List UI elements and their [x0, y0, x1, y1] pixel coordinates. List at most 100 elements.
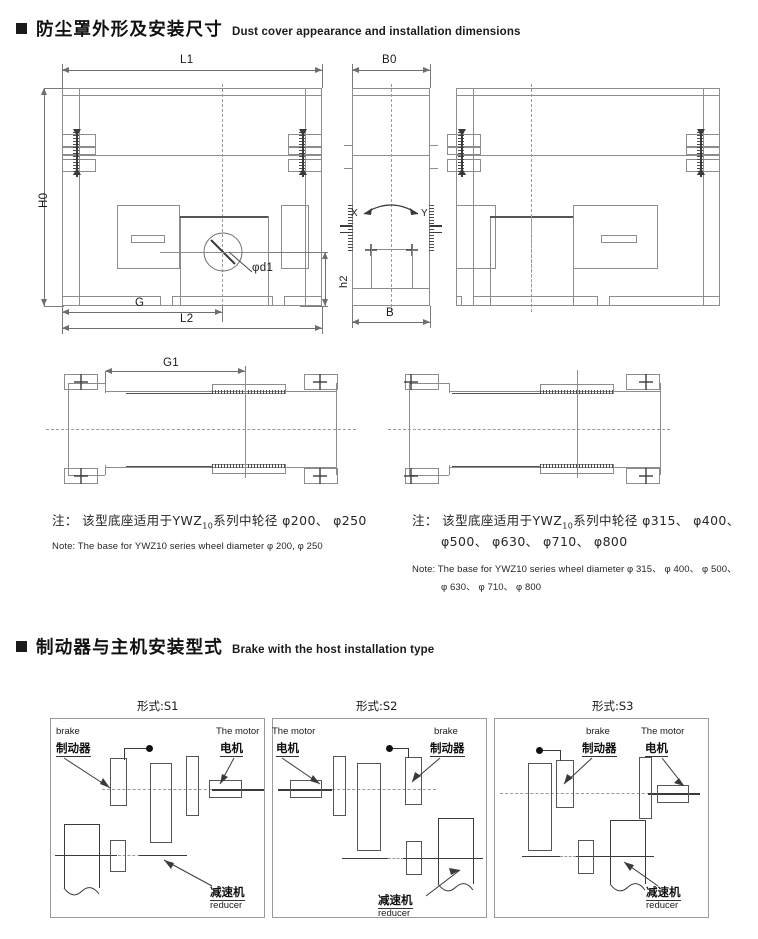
s2-small-gear	[406, 841, 422, 875]
s1-coupling	[186, 756, 199, 816]
plan-step-v-bottom	[449, 465, 450, 475]
dim-line-g	[62, 309, 222, 315]
s2-lower-shaft-a	[342, 858, 388, 860]
mount-hole-br-icon	[313, 468, 327, 484]
cover-top-edge	[62, 95, 322, 96]
s2-reducer-cn: 减速机	[378, 893, 413, 909]
s1-leader-reducer	[163, 859, 213, 887]
s3-motor-body	[657, 785, 689, 803]
cover-left-panel-edge	[473, 88, 474, 306]
base-foot-notch-right	[597, 296, 610, 306]
s1-lever-v	[124, 748, 125, 760]
brake-body-slot	[601, 235, 637, 243]
bracket-right-upper	[288, 134, 322, 147]
brake-pad-right	[429, 203, 434, 251]
cover-mid-line	[456, 155, 720, 156]
s2-brake-block	[405, 757, 422, 805]
base-line-b	[474, 296, 597, 297]
dim-line-l1	[62, 67, 322, 73]
s3-reducer-right	[645, 820, 646, 884]
plan-step-v-bottom	[105, 465, 106, 475]
s1-leader-brake	[63, 757, 111, 789]
s3-lower-shaft-b	[576, 856, 654, 858]
s1-reducer-en: reducer	[210, 900, 243, 911]
s2-reducer-top	[438, 818, 474, 819]
plan-centerline-horizontal	[388, 429, 670, 430]
s1-break-line-icon	[63, 887, 100, 896]
bracket-right-mid	[288, 147, 322, 155]
ext-line	[105, 371, 106, 385]
dim-label-g: G	[135, 297, 145, 309]
section-title-cn: 防尘罩外形及安装尺寸	[36, 20, 223, 40]
s1-small-gear	[110, 840, 126, 872]
s3-leader-reducer	[623, 861, 659, 887]
section-title-cn: 制动器与主机安装型式	[36, 638, 223, 658]
mount-hole-bl-icon	[74, 468, 88, 484]
shaft-axis-line	[160, 252, 310, 253]
centerline-vertical	[531, 84, 532, 312]
dim-label-y: Y	[421, 208, 428, 219]
s3-lower-shaft-dash	[560, 856, 576, 857]
note-left-cn-prefix: 注： 该型底座适用于YWZ	[52, 513, 203, 528]
center-plate-left-edge	[180, 216, 181, 306]
section-bullet-icon	[16, 23, 27, 34]
side-block-right	[281, 205, 309, 269]
ext-line	[352, 306, 353, 328]
s3-reducer-cn: 减速机	[646, 885, 681, 901]
plan-step-v-top	[105, 383, 106, 393]
mount-hole-tl-icon	[404, 374, 418, 390]
ext-line	[62, 306, 63, 334]
base-line-a	[456, 296, 461, 297]
centerline-vertical	[391, 84, 392, 312]
section-header-dust-cover: 防尘罩外形及安装尺寸 Dust cover appearance and ins…	[16, 16, 521, 41]
dim-label-d1: φd1	[252, 262, 274, 274]
s3-brake-en: brake	[586, 726, 610, 737]
rotation-arc-icon	[363, 204, 419, 215]
plan-bottom-step	[409, 475, 449, 476]
ext-line	[222, 306, 223, 322]
s3-reducer-left	[610, 820, 611, 884]
s2-lower-shaft-dash	[388, 858, 404, 859]
bore-axis-left	[371, 249, 372, 288]
mount-pad-tr	[626, 374, 660, 390]
ext-line	[268, 252, 328, 253]
cover-right-panel-edge	[703, 88, 704, 306]
pad-arm-left	[340, 225, 352, 227]
type-label-s3: 形式:S3	[592, 699, 634, 713]
bore-connector	[370, 249, 412, 250]
s3-lever-dot-icon	[536, 747, 543, 754]
note-right-en-2: φ 630、 φ 710、 φ 800	[441, 582, 542, 593]
s1-motor-shaft	[212, 789, 264, 791]
s2-lever-h	[390, 748, 409, 749]
s2-upper-shaft-centerline	[332, 789, 436, 790]
shoe-pad-bottom-hatch	[212, 464, 286, 468]
bolt-left-shaft	[461, 129, 463, 177]
note-left-cn-sub: 10	[202, 521, 214, 531]
base-foot-notch-left	[461, 296, 474, 306]
s2-lever-dot-icon	[386, 745, 393, 752]
s1-brake-en: brake	[56, 726, 80, 737]
s1-brake-block	[110, 758, 127, 806]
ext-line	[322, 306, 323, 334]
bracket-left-upper	[447, 134, 481, 147]
note-right-cn-rest: 系列中轮径 φ315、 φ400、	[573, 513, 740, 528]
base-line-c	[610, 296, 720, 297]
s3-reducer-top	[610, 820, 646, 821]
s1-reducer-top	[64, 824, 100, 825]
bracket-left-mid	[62, 147, 96, 155]
s3-coupling	[639, 757, 652, 819]
centerline-vertical	[222, 84, 223, 312]
note-left-cn-rest: 系列中轮径 φ200、 φ250	[213, 513, 367, 528]
dim-label-x: X	[351, 208, 358, 219]
s1-upper-shaft-centerline	[102, 789, 212, 790]
leader-d1	[228, 251, 253, 273]
s3-upper-shaft-centerline	[500, 793, 660, 794]
mount-pad-br	[626, 468, 660, 484]
bracket-right-upper	[686, 134, 720, 147]
s2-lower-shaft-b	[403, 858, 483, 860]
ext-line	[44, 306, 64, 307]
tab-left-lower	[344, 168, 353, 169]
shoe-lead-top	[452, 393, 540, 394]
note-right-cn-sub: 10	[562, 521, 574, 531]
bracket-right-mid	[686, 147, 720, 155]
